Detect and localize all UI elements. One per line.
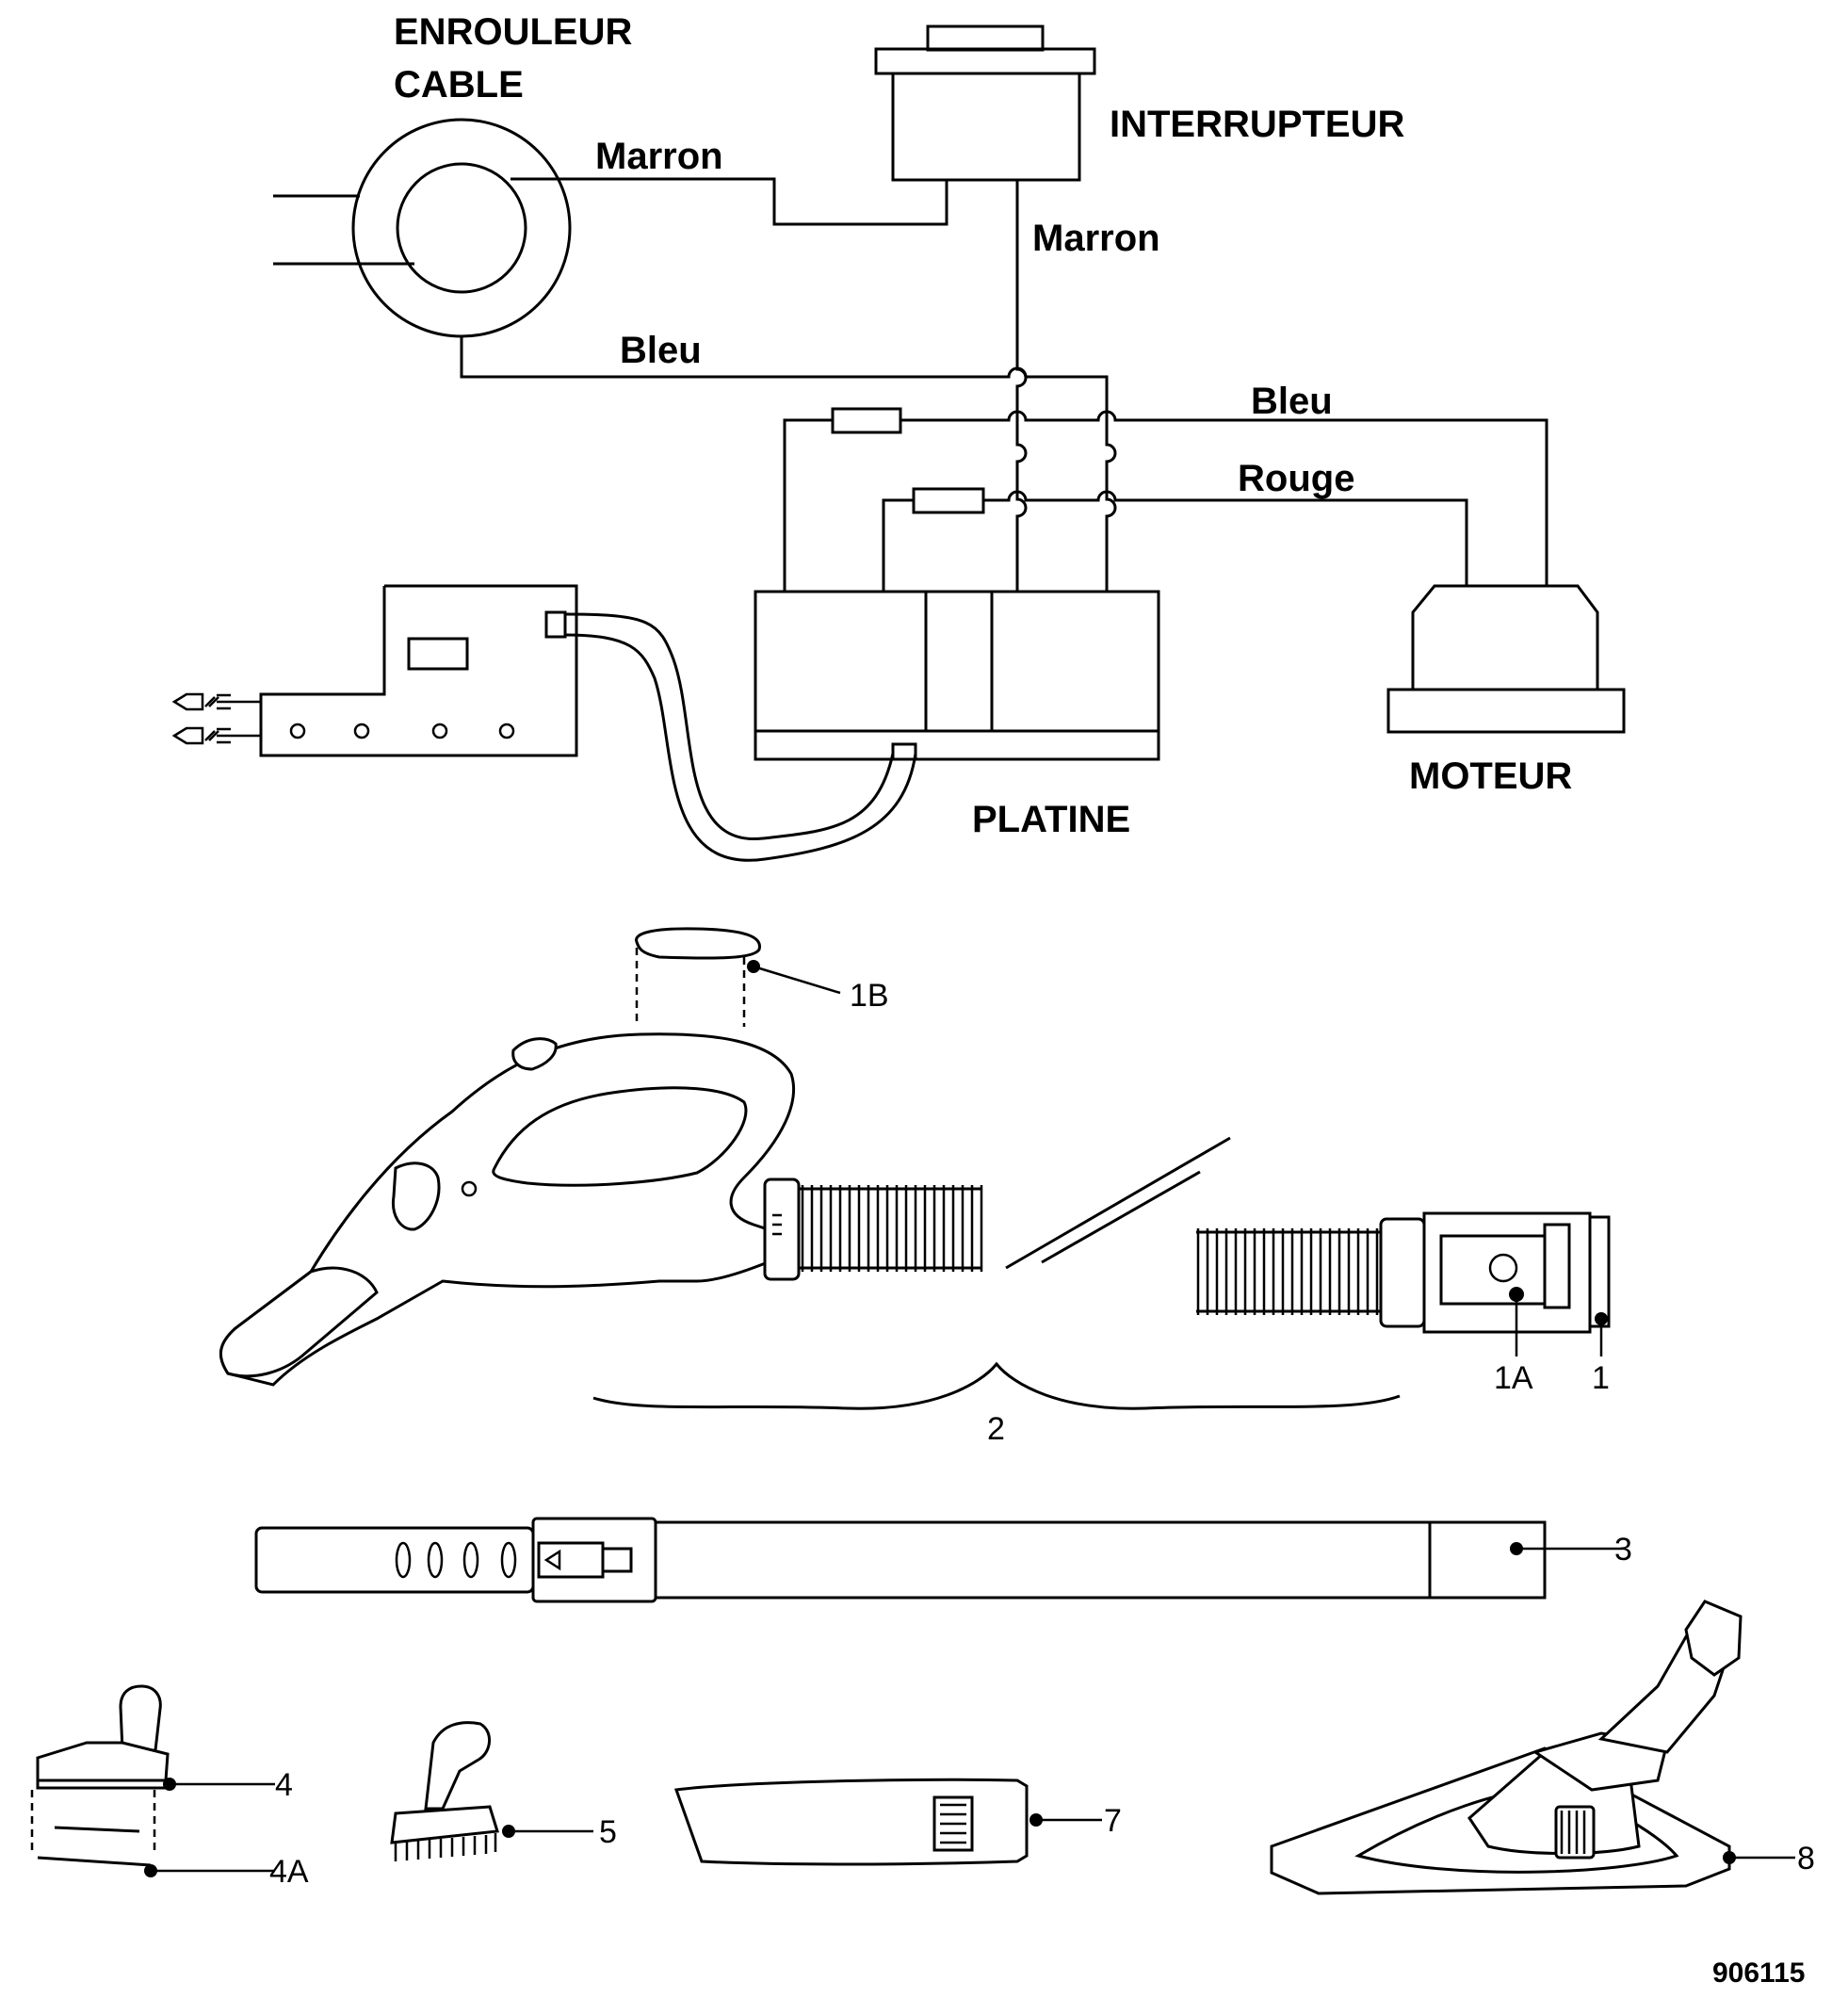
upholstery-nozzle	[30, 1684, 275, 1877]
label-part-1: 1	[1592, 1360, 1610, 1396]
label-part-1a: 1A	[1494, 1360, 1533, 1396]
crevice-tool	[673, 1778, 1102, 1866]
floor-nozzle	[1270, 1600, 1795, 1895]
telescopic-tube	[254, 1517, 1622, 1603]
label-part-4a: 4A	[269, 1854, 309, 1890]
label-motor: MOTEUR	[1409, 755, 1573, 797]
label-part-1b: 1B	[850, 978, 889, 1014]
cable-reel	[273, 118, 572, 338]
label-cable-reel-line1: ENROULEUR	[394, 11, 633, 53]
label-wire-marron-2: Marron	[1032, 218, 1160, 259]
label-wire-marron-1: Marron	[595, 136, 723, 177]
label-cable-reel-line2: CABLE	[394, 64, 524, 106]
label-part-5: 5	[599, 1814, 617, 1850]
label-part-7: 7	[1104, 1803, 1122, 1839]
hose-handle	[219, 927, 1611, 1410]
label-platine: PLATINE	[972, 799, 1131, 840]
label-part-4: 4	[275, 1767, 293, 1803]
label-wire-bleu-2: Bleu	[1251, 381, 1333, 422]
wires	[460, 177, 1548, 592]
leader-lines-upper	[753, 965, 1603, 1356]
label-wire-bleu-1: Bleu	[620, 330, 702, 371]
label-part-3: 3	[1614, 1532, 1632, 1568]
control-board	[754, 590, 1160, 761]
label-part-2: 2	[987, 1411, 1005, 1447]
label-wire-rouge: Rouge	[1238, 458, 1355, 499]
label-switch: INTERRUPTEUR	[1110, 104, 1405, 145]
motor	[1386, 584, 1626, 734]
reference-code: 906115	[1712, 1957, 1806, 1989]
label-part-8: 8	[1797, 1841, 1815, 1876]
switch-box	[874, 24, 1096, 182]
remote-circuit	[171, 584, 917, 862]
dusting-brush	[390, 1721, 593, 1861]
